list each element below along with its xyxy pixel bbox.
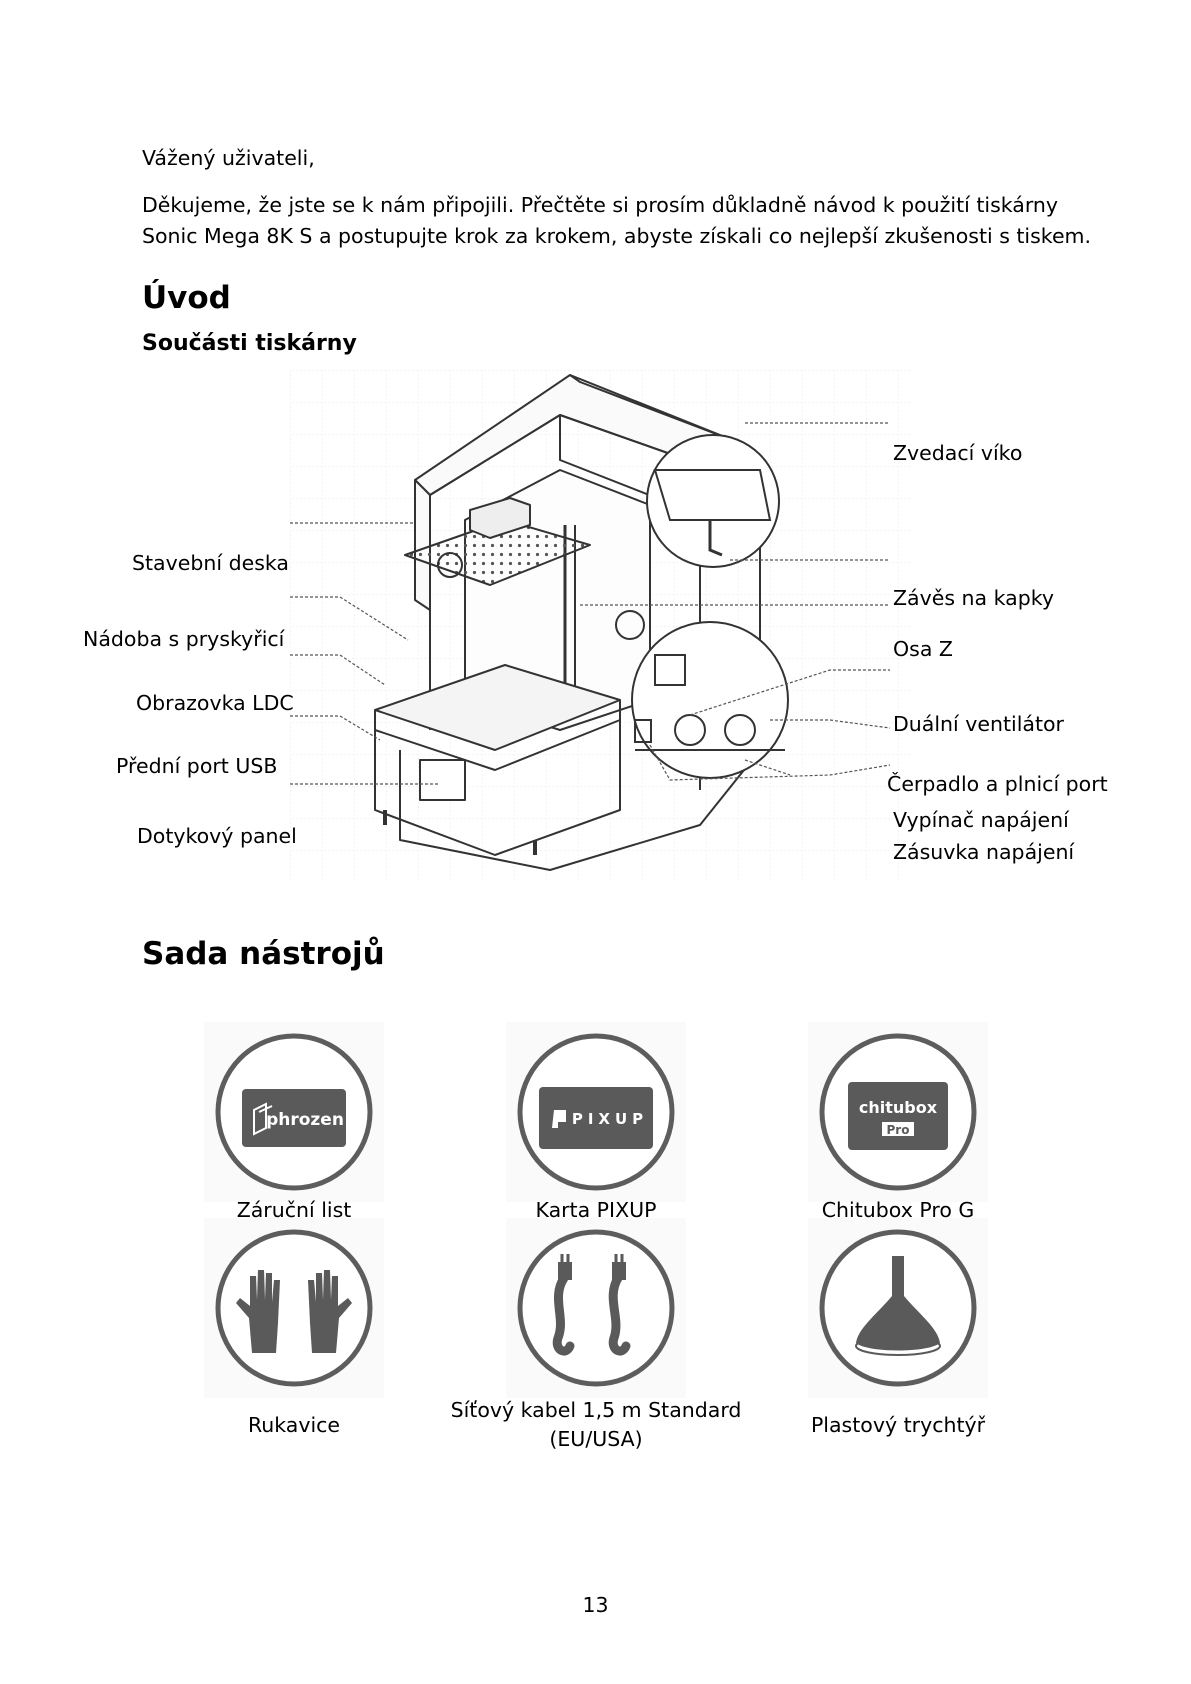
tool-label-power-cable: Síťový kabel 1,5 m Standard (EU/USA) bbox=[446, 1396, 746, 1454]
pixup-logo-icon: PIXUP bbox=[506, 1022, 686, 1202]
label-build-plate: Stavební deska bbox=[132, 551, 289, 575]
heading-intro: Úvod bbox=[142, 280, 231, 316]
page-number: 13 bbox=[582, 1593, 609, 1617]
label-front-usb: Přední port USB bbox=[116, 754, 278, 778]
chitubox-logo-sub: Pro bbox=[887, 1123, 910, 1137]
label-touch-panel: Dotykový panel bbox=[137, 824, 297, 848]
gloves-icon bbox=[204, 1218, 384, 1398]
phrozen-logo-text: phrozen bbox=[266, 1110, 344, 1130]
label-z-axis: Osa Z bbox=[893, 637, 953, 661]
label-resin-vat: Nádoba s pryskyřicí bbox=[83, 627, 285, 651]
intro-paragraph: Děkujeme, že jste se k nám připojili. Př… bbox=[142, 190, 1091, 252]
tool-label-power-cable-line1: Síťový kabel 1,5 m Standard bbox=[450, 1398, 742, 1422]
heading-tools: Sada nástrojů bbox=[142, 936, 385, 972]
chitubox-logo-icon: chitubox Pro bbox=[808, 1022, 988, 1202]
label-power-socket: Zásuvka napájení bbox=[893, 840, 1075, 864]
tool-label-funnel: Plastový trychtýř bbox=[810, 1413, 986, 1437]
label-dual-fan: Duální ventilátor bbox=[893, 712, 1064, 736]
intro-line-1: Děkujeme, že jste se k nám připojili. Př… bbox=[142, 193, 1059, 217]
tool-label-gloves: Rukavice bbox=[247, 1413, 341, 1437]
label-power-switch: Vypínač napájení bbox=[893, 808, 1069, 832]
funnel-icon bbox=[808, 1218, 988, 1398]
label-pump-port: Čerpadlo a plnicí port bbox=[887, 772, 1108, 796]
printer-diagram bbox=[290, 370, 910, 880]
greeting: Vážený uživateli, bbox=[142, 146, 315, 170]
subheading-parts: Součásti tiskárny bbox=[142, 331, 357, 356]
label-lcd-screen: Obrazovka LDC bbox=[136, 691, 294, 715]
pixup-logo-text: PIXUP bbox=[572, 1110, 648, 1128]
phrozen-logo-icon: phrozen bbox=[204, 1022, 384, 1202]
power-cable-icon bbox=[506, 1218, 686, 1398]
tool-label-power-cable-line2: (EU/USA) bbox=[549, 1427, 643, 1451]
label-drip-hook: Závěs na kapky bbox=[893, 586, 1054, 610]
chitubox-logo-text: chitubox bbox=[859, 1098, 938, 1117]
label-lift-lid: Zvedací víko bbox=[893, 441, 1023, 465]
intro-line-2: Sonic Mega 8K S a postupujte krok za kro… bbox=[142, 224, 1092, 248]
